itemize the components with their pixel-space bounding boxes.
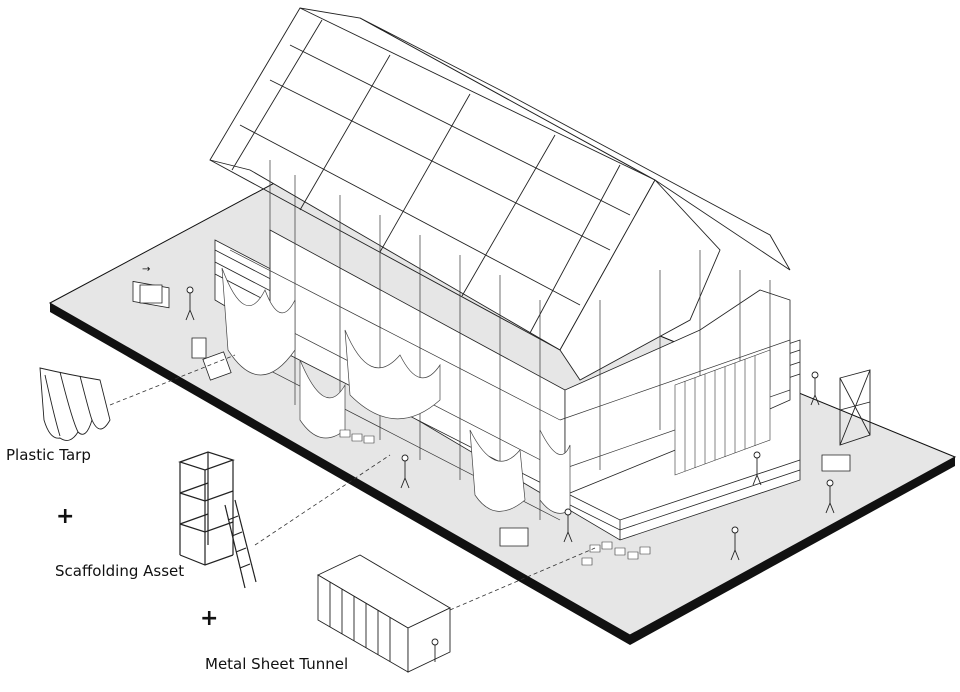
person [564,508,572,542]
person [401,454,409,488]
people [186,286,834,560]
entrance-tunnel [675,350,770,475]
scaffolding-asset-label: Scaffolding Asset [55,562,185,580]
metal-sheet-tunnel-label: Metal Sheet Tunnel [205,655,349,673]
sign-arrow: → [142,264,151,275]
facade-tarps [222,268,570,513]
plus-sign: + [200,606,219,631]
person [811,371,819,405]
person [753,451,761,485]
plus-sign: + [56,504,75,529]
person [186,286,194,320]
roof [210,8,790,380]
metal-sheet-tunnel-component [318,555,450,672]
person [731,526,739,560]
tower-right [840,370,870,445]
scaffolding-asset-component [180,452,256,588]
ground-edge-left [50,303,630,645]
leader-lines [110,355,595,610]
person [826,479,834,513]
plastic-tarp-label: Plastic Tarp [6,446,91,464]
block-piles [340,430,650,565]
plastic-tarp-component [40,368,110,440]
ground-edge-right [630,457,955,645]
roof-right-slope [360,18,790,270]
